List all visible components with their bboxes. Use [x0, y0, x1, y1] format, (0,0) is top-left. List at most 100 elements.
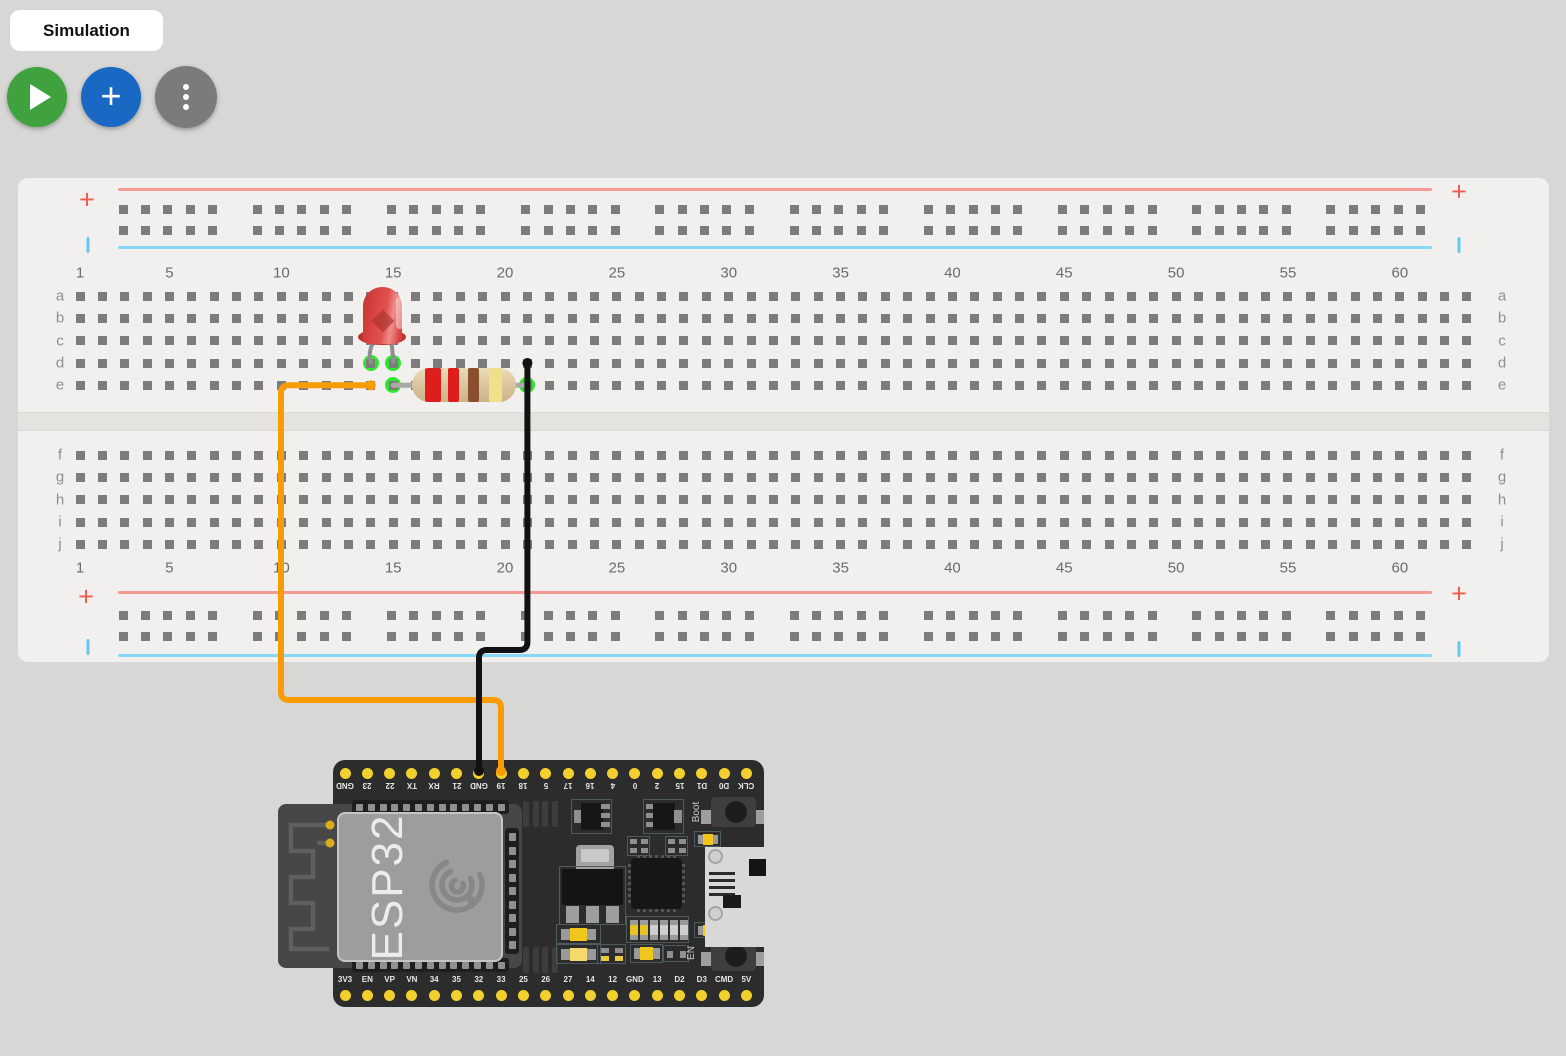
- breadboard-hole[interactable]: [1238, 358, 1248, 368]
- breadboard-hole[interactable]: [120, 313, 130, 323]
- power-rail-hole[interactable]: [386, 204, 396, 214]
- add-part-button[interactable]: +: [81, 67, 141, 127]
- led-red[interactable]: [356, 283, 408, 368]
- power-rail-hole[interactable]: [140, 225, 150, 235]
- breadboard-hole[interactable]: [1216, 539, 1226, 549]
- breadboard-hole[interactable]: [455, 291, 465, 301]
- breadboard-hole[interactable]: [164, 450, 174, 460]
- breadboard-hole[interactable]: [1350, 291, 1360, 301]
- breadboard-hole[interactable]: [343, 539, 353, 549]
- power-rail-hole[interactable]: [1348, 631, 1358, 641]
- breadboard-hole[interactable]: [791, 450, 801, 460]
- breadboard-hole[interactable]: [701, 495, 711, 505]
- breadboard-hole[interactable]: [925, 517, 935, 527]
- breadboard-hole[interactable]: [679, 313, 689, 323]
- breadboard-hole[interactable]: [1082, 313, 1092, 323]
- breadboard-hole[interactable]: [791, 495, 801, 505]
- breadboard-hole[interactable]: [701, 358, 711, 368]
- breadboard-hole[interactable]: [1261, 291, 1271, 301]
- breadboard-hole[interactable]: [657, 358, 667, 368]
- breadboard-hole[interactable]: [1350, 380, 1360, 390]
- breadboard-hole[interactable]: [254, 313, 264, 323]
- power-rail-hole[interactable]: [1371, 631, 1381, 641]
- breadboard-hole[interactable]: [97, 539, 107, 549]
- power-rail-hole[interactable]: [275, 225, 285, 235]
- breadboard-hole[interactable]: [1395, 539, 1405, 549]
- breadboard-hole[interactable]: [970, 291, 980, 301]
- breadboard-hole[interactable]: [701, 336, 711, 346]
- breadboard-hole[interactable]: [992, 472, 1002, 482]
- esp32-pin-tx[interactable]: [406, 767, 418, 779]
- breadboard-hole[interactable]: [142, 517, 152, 527]
- breadboard-hole[interactable]: [634, 517, 644, 527]
- power-rail-hole[interactable]: [1080, 204, 1090, 214]
- breadboard-hole[interactable]: [455, 495, 465, 505]
- breadboard-hole[interactable]: [1216, 313, 1226, 323]
- esp32-pin-d2[interactable]: [674, 989, 685, 1001]
- breadboard-hole[interactable]: [75, 380, 85, 390]
- breadboard-hole[interactable]: [634, 336, 644, 346]
- breadboard-hole[interactable]: [545, 336, 555, 346]
- power-rail-hole[interactable]: [319, 204, 329, 214]
- power-rail-hole[interactable]: [700, 610, 710, 620]
- esp32-pin-5[interactable]: [540, 767, 552, 779]
- power-rail-hole[interactable]: [722, 610, 732, 620]
- power-rail-hole[interactable]: [1326, 204, 1336, 214]
- breadboard-hole[interactable]: [567, 336, 577, 346]
- breadboard-hole[interactable]: [1216, 450, 1226, 460]
- breadboard-hole[interactable]: [500, 539, 510, 549]
- power-rail-hole[interactable]: [655, 225, 665, 235]
- esp32-board[interactable]: ESP32: [278, 760, 779, 1007]
- breadboard-hole[interactable]: [1015, 450, 1025, 460]
- breadboard-hole[interactable]: [791, 313, 801, 323]
- breadboard-hole[interactable]: [880, 358, 890, 368]
- breadboard-hole[interactable]: [1305, 336, 1315, 346]
- breadboard-hole[interactable]: [1417, 380, 1427, 390]
- breadboard-hole[interactable]: [1417, 313, 1427, 323]
- power-rail-hole[interactable]: [856, 225, 866, 235]
- breadboard-hole[interactable]: [120, 495, 130, 505]
- power-rail-hole[interactable]: [543, 610, 553, 620]
- breadboard-hole[interactable]: [1238, 313, 1248, 323]
- breadboard-hole[interactable]: [1059, 450, 1069, 460]
- breadboard-hole[interactable]: [947, 336, 957, 346]
- breadboard-hole[interactable]: [299, 358, 309, 368]
- breadboard-hole[interactable]: [1194, 380, 1203, 390]
- breadboard-hole[interactable]: [478, 313, 488, 323]
- power-rail-hole[interactable]: [834, 631, 844, 641]
- breadboard-hole[interactable]: [925, 380, 935, 390]
- breadboard-hole[interactable]: [232, 313, 242, 323]
- power-rail-hole[interactable]: [207, 631, 217, 641]
- breadboard-hole[interactable]: [813, 539, 823, 549]
- breadboard-hole[interactable]: [209, 313, 219, 323]
- breadboard-hole[interactable]: [411, 472, 421, 482]
- breadboard-hole[interactable]: [1395, 495, 1405, 505]
- breadboard-hole[interactable]: [120, 539, 130, 549]
- breadboard-hole[interactable]: [1261, 358, 1271, 368]
- breadboard-hole[interactable]: [522, 472, 532, 482]
- breadboard-hole[interactable]: [1194, 450, 1203, 460]
- breadboard-hole[interactable]: [1126, 539, 1136, 549]
- breadboard-hole[interactable]: [164, 539, 174, 549]
- breadboard-hole[interactable]: [612, 380, 622, 390]
- esp32-pin-gnd[interactable]: [339, 767, 351, 779]
- breadboard-hole[interactable]: [1417, 291, 1427, 301]
- breadboard-hole[interactable]: [1372, 495, 1382, 505]
- breadboard-hole[interactable]: [724, 450, 734, 460]
- esp32-pin-gnd[interactable]: [629, 989, 641, 1001]
- breadboard-hole[interactable]: [500, 291, 510, 301]
- breadboard-hole[interactable]: [746, 291, 756, 301]
- breadboard-hole[interactable]: [75, 539, 85, 549]
- power-rail-hole[interactable]: [879, 225, 889, 235]
- breadboard-hole[interactable]: [97, 313, 107, 323]
- power-rail-hole[interactable]: [1259, 225, 1269, 235]
- breadboard-hole[interactable]: [1328, 495, 1338, 505]
- breadboard-hole[interactable]: [1059, 358, 1069, 368]
- breadboard-hole[interactable]: [1082, 472, 1092, 482]
- power-rail-hole[interactable]: [1237, 204, 1246, 214]
- breadboard-hole[interactable]: [142, 358, 152, 368]
- power-rail-hole[interactable]: [1415, 225, 1425, 235]
- breadboard-hole[interactable]: [1216, 291, 1226, 301]
- power-rail-hole[interactable]: [1125, 204, 1135, 214]
- esp32-pin-22[interactable]: [384, 767, 396, 779]
